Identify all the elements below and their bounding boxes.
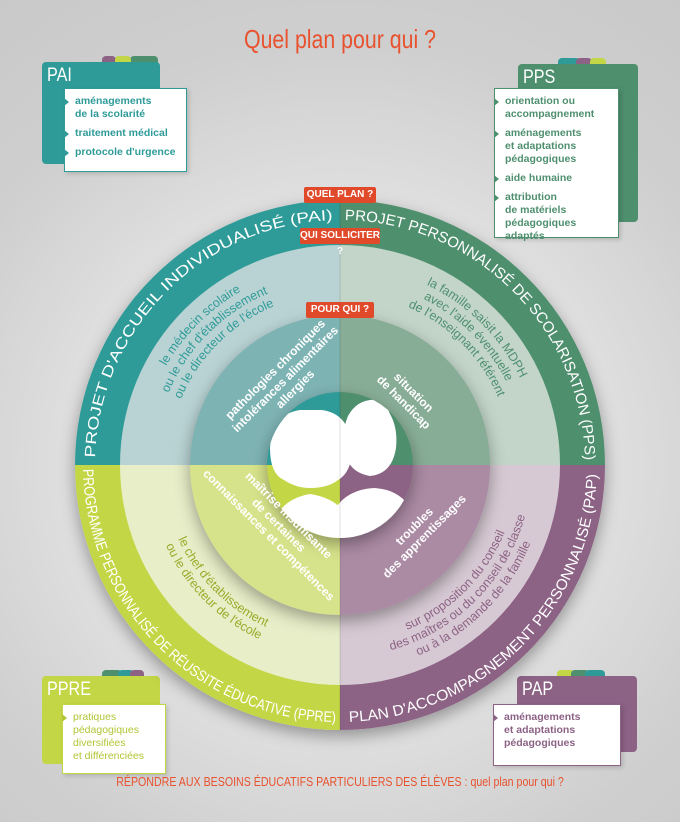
card-item: traitement médical <box>64 127 178 140</box>
card-item: orientation ou accompagnement <box>494 95 610 121</box>
label-pour-qui: POUR QUI ? <box>306 302 374 318</box>
card-item: aide humaine <box>494 172 610 185</box>
card-item: protocole d'urgence <box>64 146 178 159</box>
card-title: PPS <box>523 67 556 88</box>
card-item: pratiques pédagogiques diversifiées et d… <box>62 711 157 763</box>
card-title: PAP <box>522 679 554 700</box>
card-title: PPRE <box>47 679 91 700</box>
label-quel-plan: QUEL PLAN ? <box>304 187 376 203</box>
card-item: attribution de matériels pédagogiques ad… <box>494 191 610 243</box>
card-item: aménagements de la scolarité <box>64 95 178 121</box>
label-qui-solliciter: QUI SOLLICITER ? <box>300 228 380 257</box>
card-title: PAI <box>47 65 72 86</box>
card-item: aménagements et adaptations pédagogiques <box>494 127 610 166</box>
footer-caption: RÉPONDRE AUX BESOINS ÉDUCATIFS PARTICULI… <box>116 775 564 789</box>
page-title: Quel plan pour qui ? <box>243 24 437 54</box>
card-item: aménagements et adaptations pédagogiques <box>493 711 612 750</box>
